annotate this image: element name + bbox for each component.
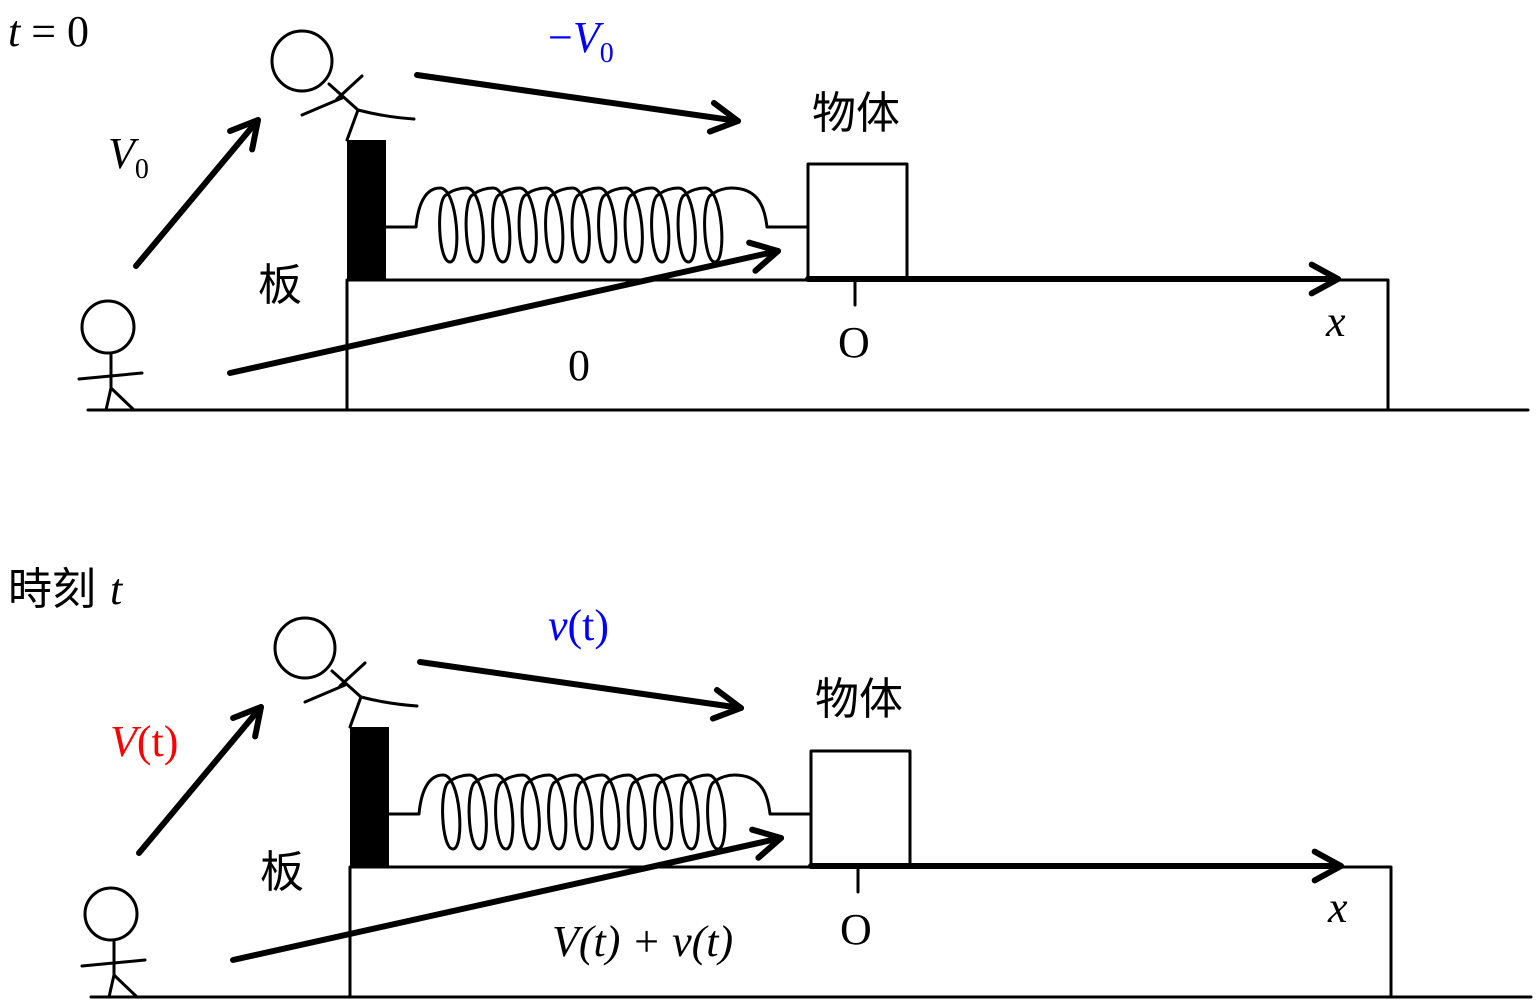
x-axis-head	[1308, 261, 1341, 297]
person-velocity-label: V0	[108, 129, 149, 185]
board-velocity-arrow	[230, 835, 784, 963]
board-velocity-arrow	[227, 248, 781, 376]
relative-velocity-arrow-head	[706, 100, 741, 135]
relative-velocity-arrow	[417, 659, 744, 711]
board-label: 板	[260, 847, 304, 898]
x-axis-label: x	[1327, 883, 1348, 932]
person-velocity-arrow	[136, 704, 264, 856]
board-person-arm-up	[335, 74, 364, 101]
ground-person-legs	[104, 386, 136, 412]
origin-label: O	[838, 318, 870, 367]
person-velocity-arrow	[133, 117, 261, 269]
board-velocity-arrow-head	[749, 826, 784, 861]
board-person-arm-left	[303, 683, 347, 704]
ground-person-head	[80, 299, 136, 355]
relative-velocity-arrow-head	[709, 687, 744, 722]
board-person-arm-right	[356, 108, 416, 121]
board-person-arm-up	[338, 661, 367, 688]
board-velocity-arrow-head	[746, 239, 781, 274]
relative-velocity-label: −V0	[548, 13, 614, 69]
wall-block	[347, 140, 386, 280]
board-person-head	[270, 29, 334, 93]
object-label: 物体	[812, 88, 900, 139]
ground-person-legs	[107, 973, 139, 999]
origin-label: O	[840, 905, 872, 954]
panel-t-zero: t = 0 V0 −V0 板 物体 0 O x	[8, 7, 1530, 412]
object-block	[806, 162, 909, 280]
object-label: 物体	[815, 674, 903, 725]
person-velocity-label: V(t)	[110, 717, 178, 766]
spring	[384, 186, 810, 264]
board-velocity-label: V(t) + v(t)	[552, 917, 733, 966]
person-velocity-arrow-head	[230, 704, 264, 740]
person-velocity-arrow-head	[227, 117, 261, 153]
panel-title: t = 0	[8, 7, 89, 56]
board-person-head	[273, 616, 337, 680]
ground-person-arms	[77, 371, 144, 381]
object-block	[809, 749, 912, 867]
panel-title: 時刻 t	[8, 564, 124, 615]
wall-block	[350, 727, 389, 867]
panel-geometry	[80, 616, 1533, 999]
panel-geometry	[77, 29, 1530, 412]
spring	[387, 773, 813, 851]
x-axis-label: x	[1325, 297, 1346, 346]
board-person-arm-right	[359, 695, 419, 708]
ground-person-head	[83, 886, 139, 942]
board-velocity-label: 0	[568, 341, 590, 390]
board-label: 板	[258, 260, 302, 311]
relative-velocity-arrow	[414, 72, 741, 124]
ground-person-arms	[80, 958, 147, 968]
relative-velocity-label: v(t)	[548, 601, 609, 650]
x-axis-head	[1311, 848, 1344, 884]
panel-time-t: 時刻 t V(t) v(t) 板 物体 V(t) + v(t) O x	[8, 564, 1533, 999]
board-person-arm-left	[300, 96, 344, 117]
